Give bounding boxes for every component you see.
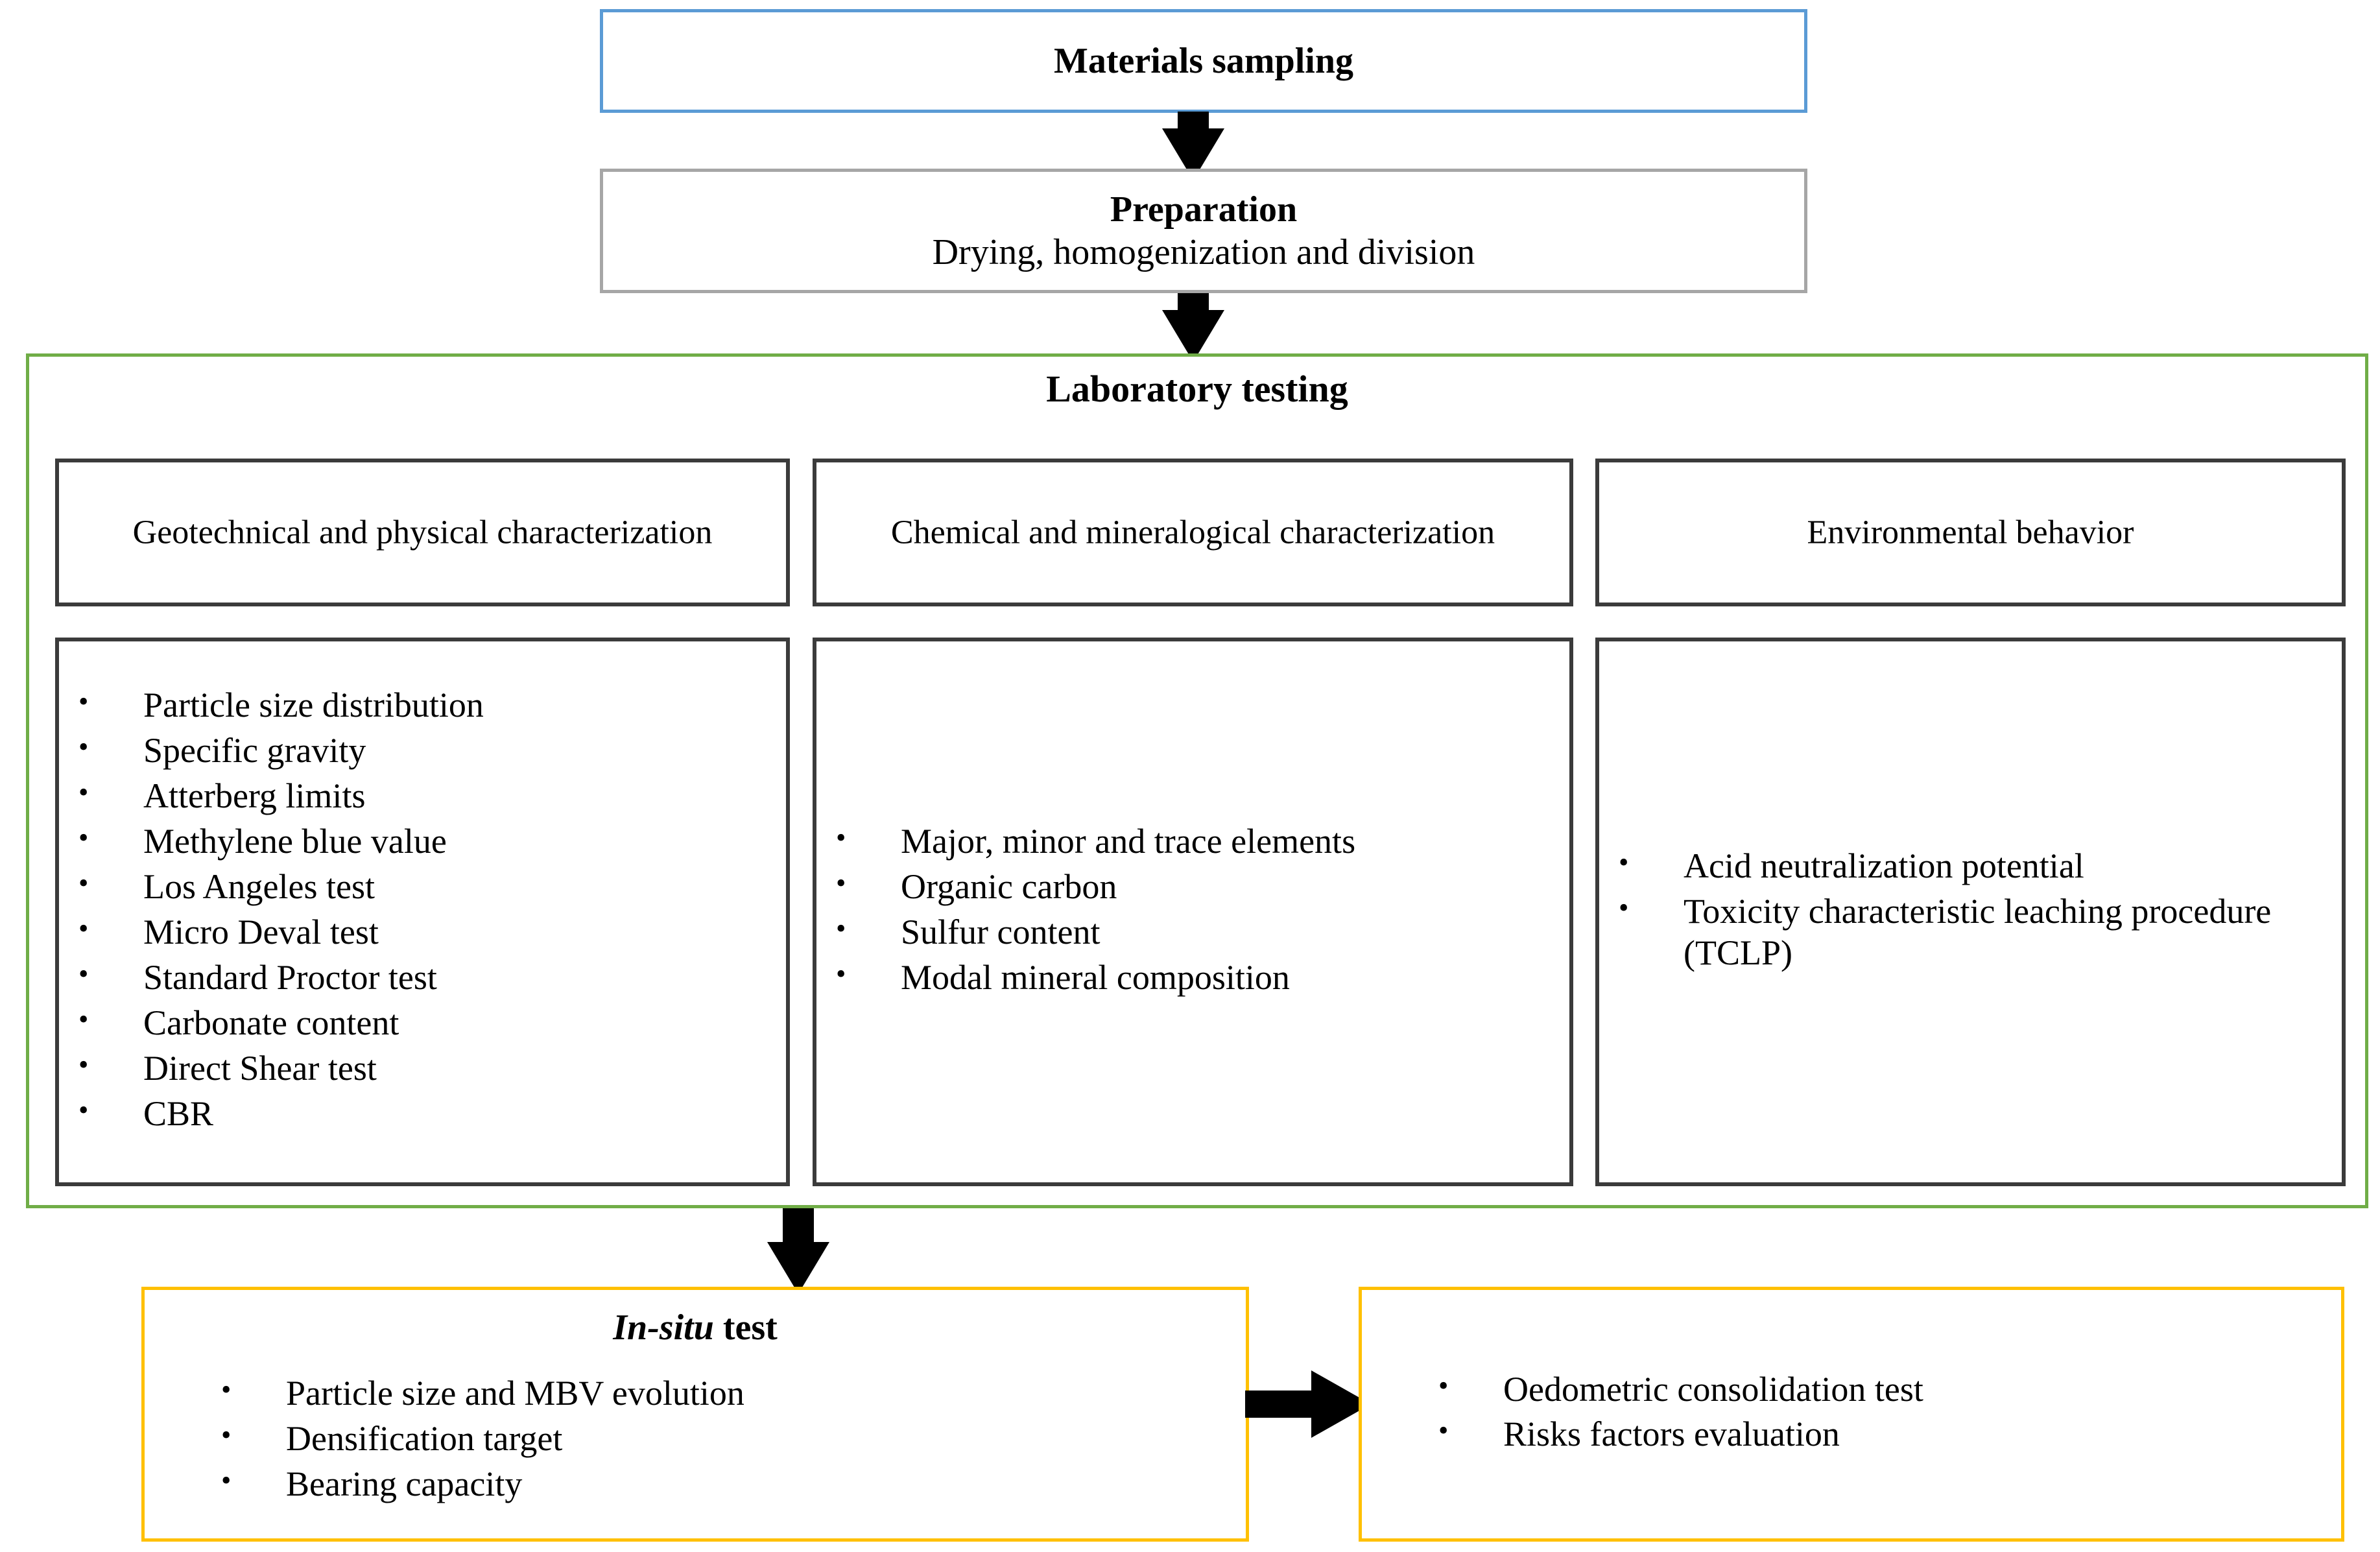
environmental-list: Acid neutralization potential Toxicity c… bbox=[1613, 844, 2327, 974]
column-content-geotechnical: Particle size distribution Specific grav… bbox=[55, 638, 790, 1186]
list-item: Organic carbon bbox=[831, 865, 1555, 908]
preparation-text-block: Preparation Drying, homogenization and d… bbox=[603, 188, 1804, 274]
in-situ-test-title: In-situ test bbox=[145, 1307, 1246, 1348]
list-wrap: Major, minor and trace elements Organic … bbox=[816, 820, 1569, 1003]
list-item: Particle size and MBV evolution bbox=[216, 1372, 1233, 1415]
list-wrap: Particle size distribution Specific grav… bbox=[59, 684, 786, 1139]
in-situ-test-box: In-situ test Particle size and MBV evolu… bbox=[141, 1287, 1249, 1542]
list-item: Risks factors evaluation bbox=[1433, 1413, 2328, 1456]
list-item: Oedometric consolidation test bbox=[1433, 1368, 2328, 1411]
list-item: CBR bbox=[73, 1092, 772, 1135]
list-item: Specific gravity bbox=[73, 729, 772, 772]
list-item: Toxicity characteristic leaching procedu… bbox=[1613, 890, 2327, 974]
column-header-label: Environmental behavior bbox=[1807, 514, 2134, 551]
laboratory-testing-title: Laboratory testing bbox=[1046, 368, 1348, 410]
geotechnical-list: Particle size distribution Specific grav… bbox=[73, 684, 772, 1135]
column-header-geotechnical: Geotechnical and physical characterizati… bbox=[55, 459, 790, 606]
list-item: Sulfur content bbox=[831, 911, 1555, 953]
list-item: Particle size distribution bbox=[73, 684, 772, 726]
evaluation-box: Oedometric consolidation test Risks fact… bbox=[1359, 1287, 2344, 1542]
column-header-chemical: Chemical and mineralogical characterizat… bbox=[813, 459, 1573, 606]
list-item: Bearing capacity bbox=[216, 1462, 1233, 1505]
chemical-list: Major, minor and trace elements Organic … bbox=[831, 820, 1555, 999]
column-header-label: Chemical and mineralogical characterizat… bbox=[890, 514, 1495, 551]
column-header-environmental: Environmental behavior bbox=[1595, 459, 2346, 606]
list-wrap: Acid neutralization potential Toxicity c… bbox=[1599, 844, 2342, 978]
in-situ-title-rest: test bbox=[713, 1307, 778, 1348]
in-situ-list: Particle size and MBV evolution Densific… bbox=[216, 1372, 1233, 1505]
preparation-subtitle: Drying, homogenization and division bbox=[932, 232, 1475, 272]
preparation-title: Preparation bbox=[1110, 189, 1298, 230]
list-item: Methylene blue value bbox=[73, 820, 772, 863]
column-content-chemical: Major, minor and trace elements Organic … bbox=[813, 638, 1573, 1186]
evaluation-list: Oedometric consolidation test Risks fact… bbox=[1433, 1368, 2328, 1456]
list-wrap: Oedometric consolidation test Risks fact… bbox=[1433, 1368, 2328, 1460]
preparation-box: Preparation Drying, homogenization and d… bbox=[600, 169, 1807, 293]
list-item: Densification target bbox=[216, 1417, 1233, 1460]
list-item: Micro Deval test bbox=[73, 911, 772, 953]
list-item: Los Angeles test bbox=[73, 865, 772, 908]
materials-sampling-box: Materials sampling bbox=[600, 9, 1807, 113]
materials-sampling-label: Materials sampling bbox=[1054, 40, 1353, 81]
list-item: Standard Proctor test bbox=[73, 956, 772, 999]
list-item: Direct Shear test bbox=[73, 1047, 772, 1090]
list-item: Acid neutralization potential bbox=[1613, 844, 2327, 887]
laboratory-testing-box: Laboratory testing Geotechnical and phys… bbox=[26, 353, 2368, 1208]
list-item: Modal mineral composition bbox=[831, 956, 1555, 999]
list-item: Carbonate content bbox=[73, 1001, 772, 1044]
in-situ-title-italic: In-situ bbox=[613, 1307, 714, 1348]
column-header-label: Geotechnical and physical characterizati… bbox=[132, 514, 713, 551]
list-wrap: Particle size and MBV evolution Densific… bbox=[216, 1372, 1233, 1509]
list-item: Major, minor and trace elements bbox=[831, 820, 1555, 863]
list-item: Atterberg limits bbox=[73, 774, 772, 817]
column-content-environmental: Acid neutralization potential Toxicity c… bbox=[1595, 638, 2346, 1186]
